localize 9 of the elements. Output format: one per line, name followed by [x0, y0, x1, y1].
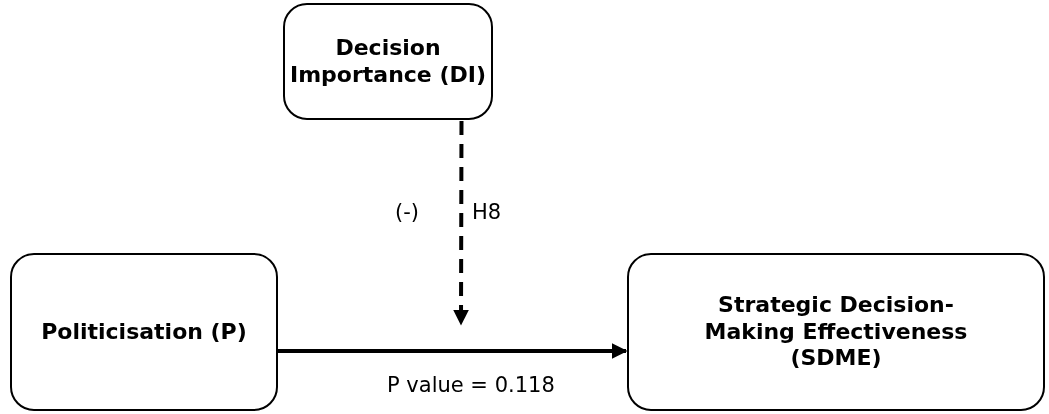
node-label: Politicisation (P) [41, 318, 247, 346]
dashed-arrow [453, 121, 470, 326]
node-label: Decision Importance (DI) [289, 35, 487, 88]
arrow [278, 342, 628, 359]
rounded-box [627, 253, 1045, 411]
rounded-box [10, 253, 278, 411]
sign-label: (-) [393, 200, 421, 224]
rounded-box [283, 3, 493, 120]
node-label: Strategic Decision-Making Effectiveness (SDME) [703, 292, 969, 372]
